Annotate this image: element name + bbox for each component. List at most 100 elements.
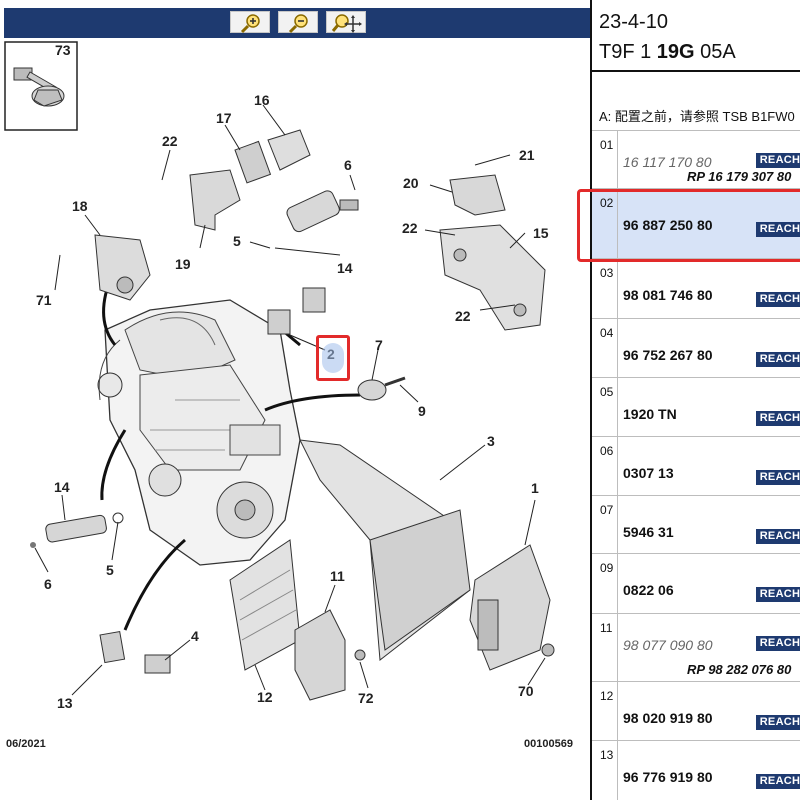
vehicle-code: T9F 1 19G 05A <box>599 41 736 64</box>
zoom-fit-button[interactable] <box>326 11 366 33</box>
bolt-73-drawing <box>13 67 65 107</box>
tsb-note: A: 配置之前，请参照 TSB B1FW0 <box>599 109 795 124</box>
parts-4-13-drawing <box>99 630 171 674</box>
diagram-reference: 00100569 <box>524 738 573 750</box>
part-7-9-drawing <box>357 376 406 401</box>
part-number[interactable]: 5946 31 <box>623 524 674 540</box>
callout-72[interactable]: 72 <box>358 690 374 706</box>
vehicle-code-part3: 05A <box>694 41 736 63</box>
row-number: 02 <box>592 189 618 258</box>
row-number: 11 <box>592 614 618 681</box>
part-2-drawing <box>267 287 326 335</box>
reach-badge: REACH <box>756 529 800 544</box>
reach-badge: REACH <box>756 222 800 237</box>
parts-16-17-19-drawing <box>189 129 311 231</box>
part-number[interactable]: 98 077 090 80 <box>623 637 713 653</box>
callout-17[interactable]: 17 <box>216 110 232 126</box>
callout-21[interactable]: 21 <box>519 147 535 163</box>
parts-row-02[interactable]: 02 96 887 250 80 REACH <box>592 188 800 258</box>
engine-block-drawing <box>97 299 301 566</box>
part-number[interactable]: 98 081 746 80 <box>623 287 713 303</box>
row-number: 13 <box>592 741 618 800</box>
callout-2-highlight <box>316 335 350 381</box>
reach-badge: REACH <box>756 470 800 485</box>
callout-9[interactable]: 9 <box>418 403 426 419</box>
callout-14-a[interactable]: 14 <box>337 260 353 276</box>
callout-7[interactable]: 7 <box>375 337 383 353</box>
part-number[interactable]: 96 752 267 80 <box>623 347 713 363</box>
callout-13[interactable]: 13 <box>57 695 73 711</box>
callout-6-b[interactable]: 6 <box>44 576 52 592</box>
parts-row-03[interactable]: 03 98 081 746 80 REACH <box>592 258 800 318</box>
diagram-toolbar <box>4 8 590 38</box>
callout-22-b[interactable]: 22 <box>402 220 418 236</box>
replacement-part-number: RP 16 179 307 80 <box>687 169 792 184</box>
callout-4[interactable]: 4 <box>191 628 199 644</box>
reach-badge: REACH <box>756 636 800 651</box>
reach-badge: REACH <box>756 587 800 602</box>
callout-18[interactable]: 18 <box>72 198 88 214</box>
row-number: 03 <box>592 259 618 318</box>
part-3-drawing <box>299 439 471 661</box>
vehicle-code-part1: T9F 1 <box>599 41 657 63</box>
part-11-72-drawing <box>294 609 366 701</box>
callout-20[interactable]: 20 <box>403 175 419 191</box>
zoom-fit-icon <box>331 14 362 33</box>
row-number: 04 <box>592 319 618 377</box>
row-number: 12 <box>592 682 618 740</box>
vehicle-code-part2: 19G <box>656 41 695 63</box>
part-12-drawing <box>229 539 301 671</box>
reach-badge: REACH <box>756 715 800 730</box>
part-number[interactable]: 1920 TN <box>623 406 677 422</box>
row-number: 01 <box>592 131 618 188</box>
callout-14-b[interactable]: 14 <box>54 479 70 495</box>
part-number[interactable]: 16 117 170 80 <box>623 154 712 170</box>
part-number[interactable]: 96 776 919 80 <box>623 769 713 785</box>
callout-5-b[interactable]: 5 <box>106 562 114 578</box>
row-number: 09 <box>592 554 618 613</box>
callout-22-c[interactable]: 22 <box>455 308 471 324</box>
reach-badge: REACH <box>756 352 800 367</box>
parts-row-12[interactable]: 12 98 020 919 80 REACH <box>592 681 800 740</box>
callout-6-a[interactable]: 6 <box>344 157 352 173</box>
parts-row-06[interactable]: 06 0307 13 REACH <box>592 436 800 495</box>
reach-badge: REACH <box>756 292 800 307</box>
callout-22-a[interactable]: 22 <box>162 133 178 149</box>
callout-15[interactable]: 15 <box>533 225 549 241</box>
part-number[interactable]: 96 887 250 80 <box>623 217 713 233</box>
parts-row-09[interactable]: 09 0822 06 REACH <box>592 553 800 613</box>
parts-row-04[interactable]: 04 96 752 267 80 REACH <box>592 318 800 377</box>
zoom-out-button[interactable] <box>278 11 318 34</box>
zoom-in-button[interactable] <box>230 11 270 34</box>
row-number: 06 <box>592 437 618 495</box>
part-number[interactable]: 98 020 919 80 <box>623 710 713 726</box>
replacement-part-number: RP 98 282 076 80 <box>687 662 792 677</box>
callout-19[interactable]: 19 <box>175 256 191 272</box>
part-14-lower-drawing <box>30 512 124 548</box>
callout-73[interactable]: 73 <box>55 42 71 58</box>
list-date: 23-4-10 <box>599 11 668 33</box>
part-number[interactable]: 0307 13 <box>623 465 674 481</box>
part-1-drawing <box>469 544 555 671</box>
callout-5-a[interactable]: 5 <box>233 233 241 249</box>
callout-71[interactable]: 71 <box>36 292 52 308</box>
parts-row-11[interactable]: 11 98 077 090 80 REACH RP 98 282 076 80 <box>592 613 800 681</box>
part-number[interactable]: 0822 06 <box>623 582 674 598</box>
reach-badge: REACH <box>756 153 800 168</box>
exploded-parts-diagram <box>4 41 555 701</box>
callout-3[interactable]: 3 <box>487 433 495 449</box>
callout-11[interactable]: 11 <box>330 568 345 584</box>
diagram-date: 06/2021 <box>6 738 46 750</box>
callout-1[interactable]: 1 <box>531 480 539 496</box>
zoom-out-icon <box>288 14 308 34</box>
callout-70[interactable]: 70 <box>518 683 534 699</box>
callout-16[interactable]: 16 <box>254 92 270 108</box>
callout-12[interactable]: 12 <box>257 689 273 705</box>
parts-list-panel: 23-4-10 T9F 1 19G 05A A: 配置之前，请参照 TSB B1… <box>590 0 800 800</box>
header-divider <box>592 70 800 72</box>
leader-lines <box>34 104 546 696</box>
